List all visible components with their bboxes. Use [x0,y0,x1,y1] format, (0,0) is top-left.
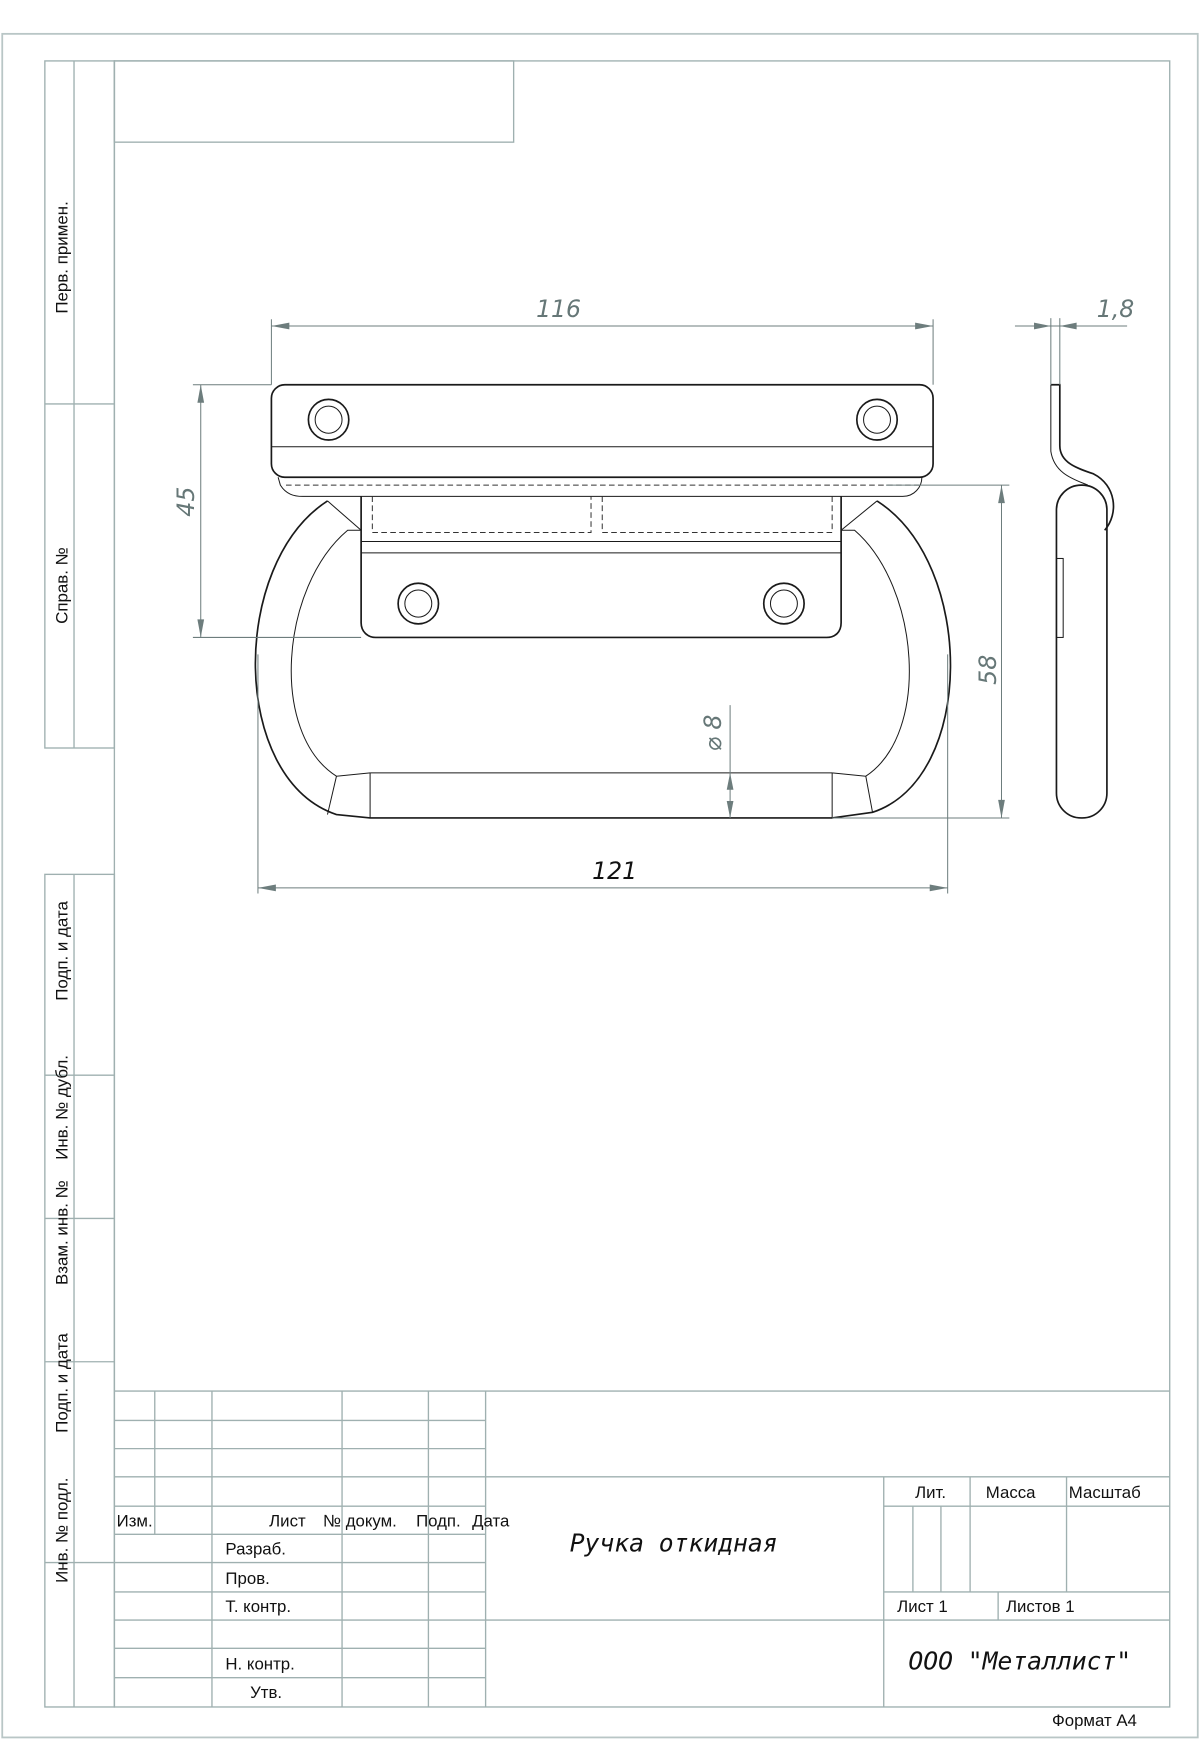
label-prov: Пров. [225,1569,269,1588]
label-vzam-inv: Взам. инв. № [52,1180,71,1285]
label-list: Лист [269,1511,306,1530]
dim-width-top: 116 [536,295,581,323]
label-inv-podl: Инв. № подл. [52,1478,71,1583]
dim-diameter: ⌀ 8 [699,715,727,752]
drawing-title: Ручка откидная [570,1528,778,1557]
side-view-handle [1050,383,1115,819]
label-t-kontr: Т. контр. [225,1597,291,1616]
label-masshtab: Масштаб [1069,1483,1141,1502]
side-strip: Перв. примен. Справ. № Подп. и дата Инв.… [44,60,116,1708]
dimensions: 116 1,8 45 58 ⌀ 8 121 [172,295,1134,894]
title-block: Изм. Лист № докум. Подп. Дата Разраб. Пр… [114,1390,1170,1730]
dim-thickness: 1,8 [1097,295,1134,323]
label-format: Формат А4 [1052,1711,1137,1730]
label-izm: Изм. [117,1511,153,1530]
front-view-handle [254,383,952,819]
dim-height-total: 58 [974,655,1002,685]
label-sheets: Листов 1 [1006,1597,1075,1616]
label-razrab: Разраб. [225,1540,286,1559]
label-no-dokum: № докум. [323,1511,397,1530]
label-inv-dubl: Инв. № дубл. [52,1055,71,1160]
sheet-frame [1,32,1199,1739]
label-podp: Подп. [416,1511,461,1530]
label-sprav-no: Справ. № [52,547,71,624]
label-utv: Утв. [250,1683,282,1702]
label-lit: Лит. [915,1483,946,1502]
label-podp-data-2: Подп. и дата [52,1333,71,1433]
label-n-kontr: Н. контр. [225,1655,294,1674]
label-data: Дата [472,1511,510,1530]
label-massa: Масса [986,1483,1036,1502]
label-sheet: Лист 1 [897,1597,948,1616]
company-name: ООО "Металлист" [908,1647,1131,1676]
label-perv-primen: Перв. примен. [52,201,71,313]
dim-width-total: 121 [592,857,637,885]
label-podp-data: Подп. и дата [52,900,71,1000]
dim-height-plate: 45 [172,487,200,517]
